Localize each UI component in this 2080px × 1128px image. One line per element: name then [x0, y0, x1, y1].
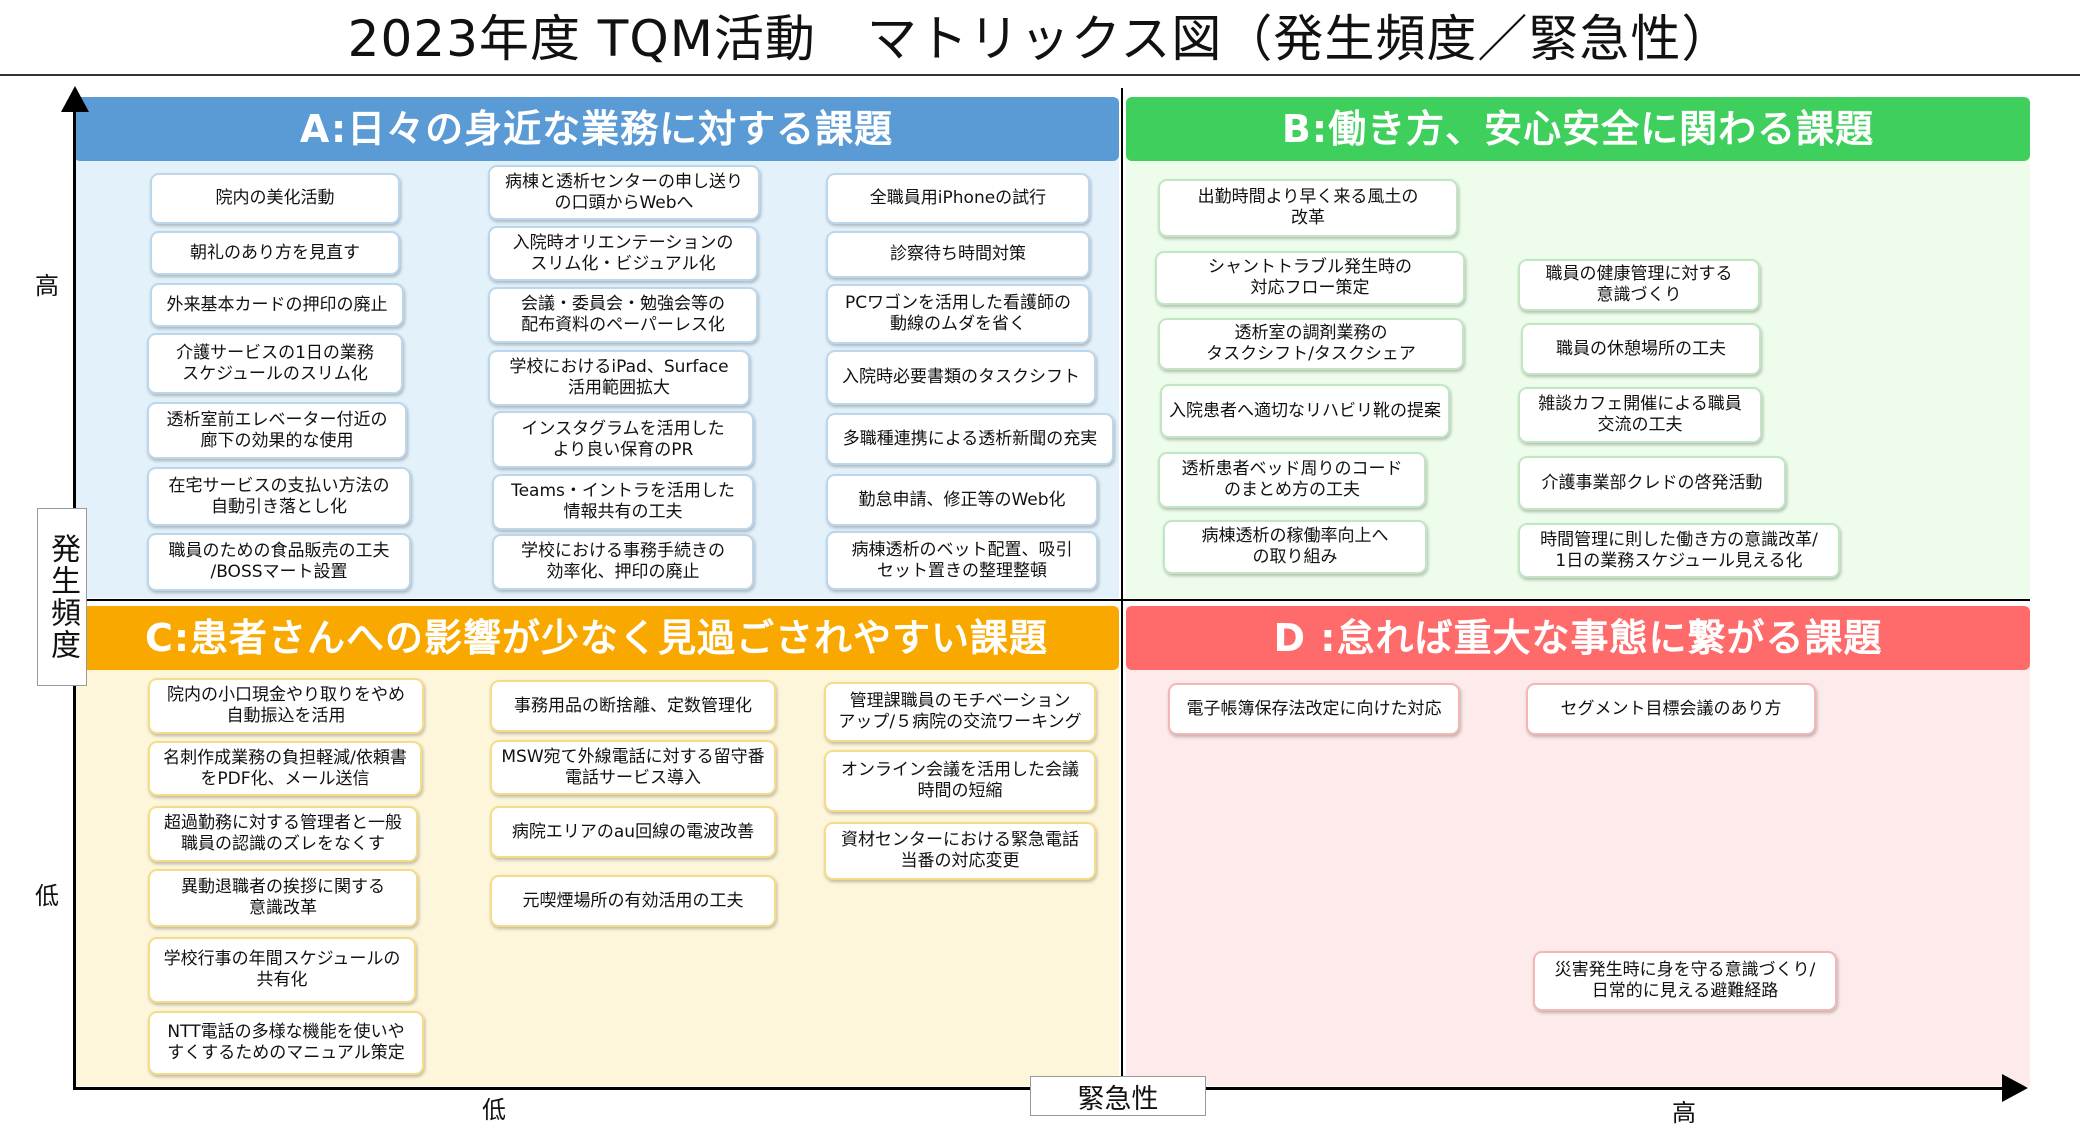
title-underline — [0, 74, 2080, 76]
item-card: 診察待ち時間対策 — [826, 231, 1090, 278]
item-card: 時間管理に則した働き方の意識改革/ 1日の業務スケジュール見える化 — [1518, 523, 1840, 578]
item-card: 元喫煙場所の有効活用の工夫 — [490, 875, 776, 927]
item-card: Teams・イントラを活用した 情報共有の工夫 — [492, 474, 754, 530]
item-card: NTT電話の多様な機能を使いや すくするためのマニュアル策定 — [148, 1011, 424, 1075]
quadrant-c-header: C:患者さんへの影響が少なく見過ごされやすい課題 — [74, 606, 1119, 670]
x-axis-high-label: 高 — [1672, 1099, 1696, 1127]
item-card: 介護サービスの1日の業務 スケジュールのスリム化 — [147, 333, 403, 394]
item-card: 全職員用iPhoneの試行 — [826, 173, 1090, 224]
y-axis-title-box: 発生頻度 — [37, 508, 87, 686]
item-card: 病棟と透析センターの申し送り の口頭からWebへ — [488, 165, 760, 220]
item-card: 院内の小口現金やり取りをやめ 自動振込を活用 — [148, 678, 424, 734]
item-card: PCワゴンを活用した看護師の 動線のムダを省く — [826, 284, 1090, 344]
item-card: 入院時オリエンテーションの スリム化・ビジュアル化 — [488, 226, 758, 281]
item-card: 管理課職員のモチベーション アップ/５病院の交流ワーキング — [824, 682, 1096, 742]
item-card: 職員の休憩場所の工夫 — [1521, 323, 1761, 375]
item-card: 超過勤務に対する管理者と一般 職員の認識のズレをなくす — [148, 806, 418, 862]
y-axis-title: 発生頻度 — [45, 533, 80, 661]
item-card: オンライン会議を活用した会議 時間の短縮 — [824, 750, 1096, 812]
item-card: 介護事業部クレドの啓発活動 — [1518, 456, 1786, 510]
item-card: 異動退職者の挨拶に関する 意識改革 — [148, 869, 418, 927]
item-card: 院内の美化活動 — [150, 173, 400, 224]
quadrant-d — [1126, 606, 2030, 1086]
x-axis-arrow-icon — [2002, 1074, 2028, 1102]
item-card: MSW宛て外線電話に対する留守番 電話サービス導入 — [490, 740, 776, 795]
quadrant-d-header: D :怠れば重大な事態に繋がる課題 — [1126, 606, 2030, 670]
item-card: 職員のための食品販売の工夫 /BOSSマート設置 — [147, 533, 411, 591]
item-card: 透析室前エレベーター付近の 廊下の効果的な使用 — [147, 402, 407, 459]
item-card: 雑談カフェ開催による職員 交流の工夫 — [1518, 387, 1762, 443]
item-card: 名刺作成業務の負担軽減/依頼書 をPDF化、メール送信 — [148, 741, 422, 796]
item-card: 学校におけるiPad、Surface 活用範囲拡大 — [488, 350, 750, 406]
item-card: 病棟透析の稼働率向上へ の取り組み — [1163, 520, 1427, 574]
item-card: 病院エリアのau回線の電波改善 — [490, 806, 776, 858]
quadrant-a-header: A:日々の身近な業務に対する課題 — [74, 97, 1119, 161]
page-title: 2023年度 TQM活動 マトリックス図（発生頻度／緊急性） — [347, 10, 1733, 68]
vertical-divider — [1121, 88, 1123, 1088]
y-axis-low-label: 低 — [35, 882, 59, 910]
quadrant-b-header: B:働き方、安心安全に関わる課題 — [1126, 97, 2030, 161]
item-card: シャントトラブル発生時の 対応フロー策定 — [1155, 251, 1465, 305]
item-card: セグメント目標会議のあり方 — [1526, 683, 1816, 735]
horizontal-divider — [74, 599, 2030, 601]
item-card: 職員の健康管理に対する 意識づくり — [1518, 259, 1760, 311]
x-axis-low-label: 低 — [482, 1096, 506, 1124]
item-card: 勤怠申請、修正等のWeb化 — [826, 474, 1098, 526]
item-card: 透析室の調剤業務の タスクシフト/タスクシェア — [1158, 318, 1464, 370]
x-axis-title-box: 緊急性 — [1030, 1076, 1206, 1116]
item-card: 学校行事の年間スケジュールの 共有化 — [148, 937, 416, 1003]
y-axis-high-label: 高 — [35, 272, 59, 300]
item-card: 透析患者ベッド周りのコード のまとめ方の工夫 — [1158, 452, 1426, 508]
item-card: 入院患者へ適切なリハビリ靴の提案 — [1160, 384, 1450, 438]
item-card: 入院時必要書類のタスクシフト — [826, 350, 1096, 405]
item-card: 電子帳簿保存法改定に向けた対応 — [1168, 683, 1460, 735]
item-card: 災害発生時に身を守る意識づくり/ 日常的に見える避難経路 — [1533, 951, 1837, 1011]
item-card: 出勤時間より早く来る風土の 改革 — [1158, 179, 1458, 237]
item-card: 学校における事務手続きの 効率化、押印の廃止 — [492, 534, 754, 590]
item-card: 外来基本カードの押印の廃止 — [150, 283, 404, 327]
x-axis-title: 緊急性 — [1077, 1083, 1159, 1115]
y-axis-arrow-icon — [61, 86, 89, 112]
item-card: 多職種連携による透析新聞の充実 — [826, 413, 1114, 465]
item-card: 朝礼のあり方を見直す — [150, 231, 400, 275]
item-card: 在宅サービスの支払い方法の 自動引き落とし化 — [147, 467, 411, 526]
item-card: 病棟透析のベット配置、吸引 セット置きの整理整頓 — [826, 531, 1098, 590]
item-card: 事務用品の断捨離、定数管理化 — [490, 680, 776, 732]
item-card: 会議・委員会・勉強会等の 配布資料のペーパーレス化 — [488, 287, 758, 343]
item-card: インスタグラムを活用した より良い保育のPR — [492, 411, 754, 468]
item-card: 資材センターにおける緊急電話 当番の対応変更 — [824, 822, 1096, 880]
